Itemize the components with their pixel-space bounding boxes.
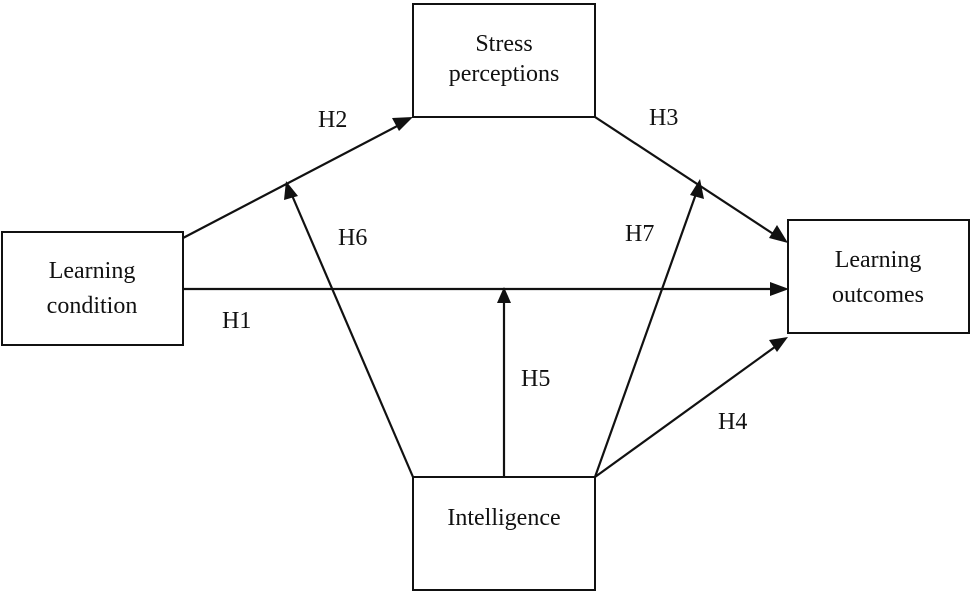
hypothesis-label-h3: H3 xyxy=(649,105,678,131)
edge-h6-arrowhead xyxy=(284,181,298,200)
edge-h7-line xyxy=(593,190,699,478)
edge-h4-line xyxy=(594,343,780,478)
intelligence-label: Intelligence xyxy=(447,505,560,531)
edge-h3-line xyxy=(594,116,779,238)
hypothesis-label-h7: H7 xyxy=(625,221,654,247)
learning-condition-box xyxy=(1,231,184,346)
learning-condition-label-line1: Learning xyxy=(49,258,136,284)
stress-perceptions-label-line2: perceptions xyxy=(449,61,560,87)
learning-outcomes-label-line2: outcomes xyxy=(832,282,924,308)
intelligence-box xyxy=(412,476,596,591)
hypothesis-label-h5: H5 xyxy=(521,366,550,392)
stress-perceptions-box xyxy=(412,3,596,118)
edge-h1-arrowhead xyxy=(770,282,789,296)
hypothesis-label-h4: H4 xyxy=(718,409,747,435)
edge-h2-line xyxy=(182,122,404,239)
learning-outcomes-box xyxy=(787,219,970,334)
edge-h6-line xyxy=(289,192,415,478)
learning-outcomes-label-line1: Learning xyxy=(835,247,922,273)
hypothesis-label-h1: H1 xyxy=(222,308,251,334)
stress-perceptions-label-line1: Stress xyxy=(475,31,532,57)
hypothesis-label-h6: H6 xyxy=(338,225,367,251)
edge-h3-arrowhead xyxy=(769,225,788,243)
hypothesis-label-h2: H2 xyxy=(318,107,347,133)
edge-h4-arrowhead xyxy=(769,337,788,352)
edge-h5-arrowhead xyxy=(497,287,511,303)
edge-h7-arrowhead xyxy=(690,179,704,199)
learning-condition-label-line2: condition xyxy=(47,293,138,319)
edge-h2-arrowhead xyxy=(392,117,413,131)
